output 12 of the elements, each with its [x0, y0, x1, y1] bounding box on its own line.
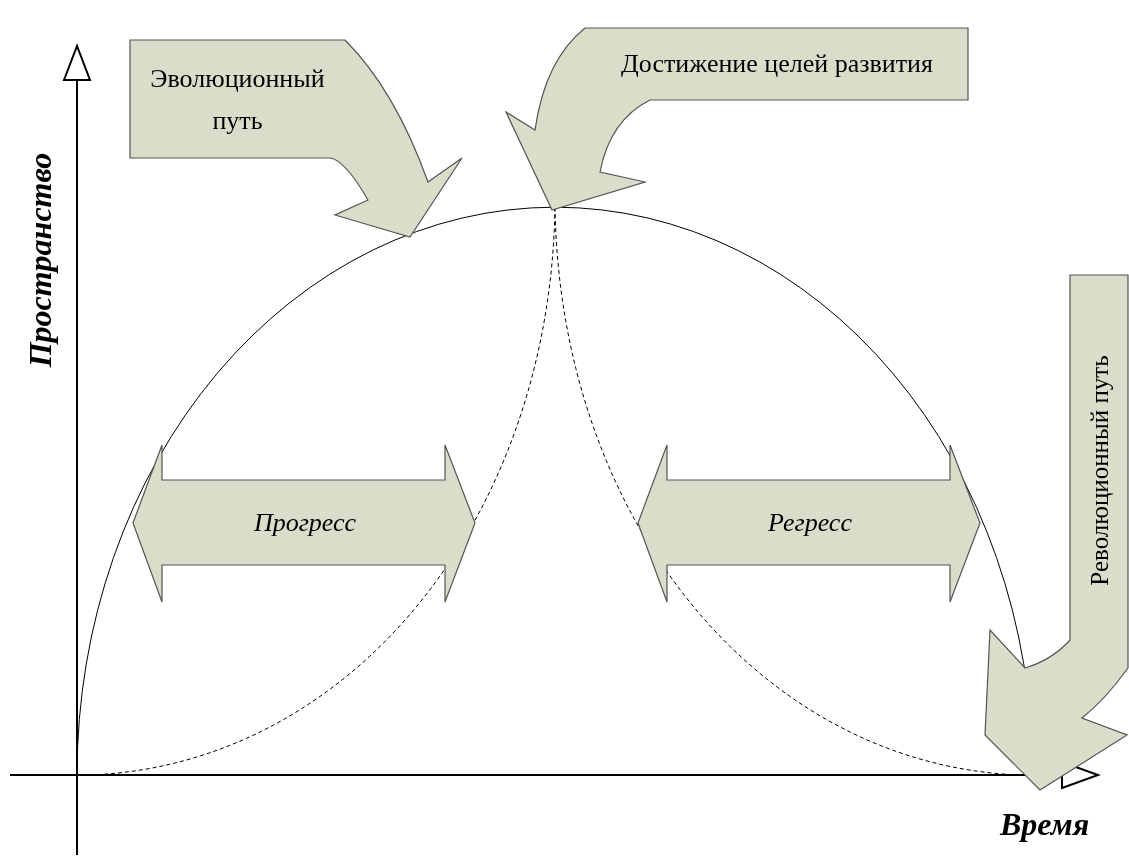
- double-arrow: [131, 443, 477, 604]
- arrow-label: Прогресс: [252, 507, 358, 540]
- axis-label: Время: [1000, 808, 1090, 840]
- bent-arrow-callout: [983, 273, 1129, 792]
- arrow-label: Регресс: [767, 507, 853, 540]
- callout-text: Эволюционный путь: [149, 63, 326, 137]
- bent-arrow-callout: [128, 38, 464, 240]
- bent-arrow-callout: [503, 26, 970, 213]
- callout-text: Революционный путь: [1086, 354, 1112, 586]
- axis-label: Пространство: [24, 152, 56, 368]
- double-arrow: [636, 443, 982, 604]
- callout-text: Достижение целей развития: [620, 48, 934, 81]
